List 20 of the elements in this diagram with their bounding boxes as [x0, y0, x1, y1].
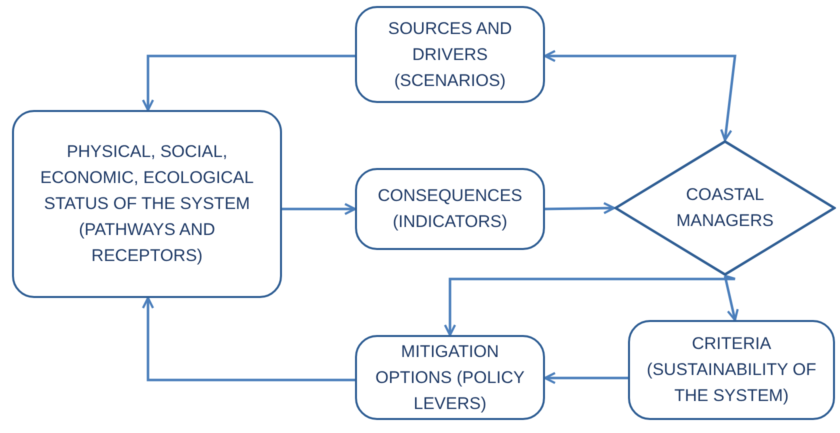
- process-box: [12, 110, 282, 298]
- arrow: [724, 276, 739, 322]
- node-text: SOURCES AND DRIVERS (SCENARIOS): [387, 18, 513, 92]
- arrow: [142, 296, 355, 382]
- process-box: [355, 335, 545, 420]
- arrow: [544, 372, 628, 384]
- node-text: PHYSICAL, SOCIAL, ECONOMIC, ECOLOGICAL STATUS OF THE SYSTEM (PATHWAYS AND RECEPTORS): [39, 141, 255, 267]
- arrow: [444, 274, 736, 336]
- process-box: [355, 6, 545, 103]
- node-text: MITIGATION OPTIONS (POLICY LEVERS): [374, 340, 526, 414]
- process-box: [355, 168, 545, 250]
- decision-diamond: [614, 140, 836, 276]
- arrow: [282, 202, 356, 216]
- arrow: [142, 54, 355, 112]
- arrow: [544, 50, 736, 142]
- node-text: COASTAL MANAGERS: [675, 184, 775, 232]
- arrow: [544, 202, 616, 214]
- process-box: [628, 320, 835, 420]
- node-text: CRITERIA (SUSTAINABILITY OF THE SYSTEM): [646, 333, 818, 407]
- node-text: CONSEQUENCES (INDICATORS): [376, 185, 524, 233]
